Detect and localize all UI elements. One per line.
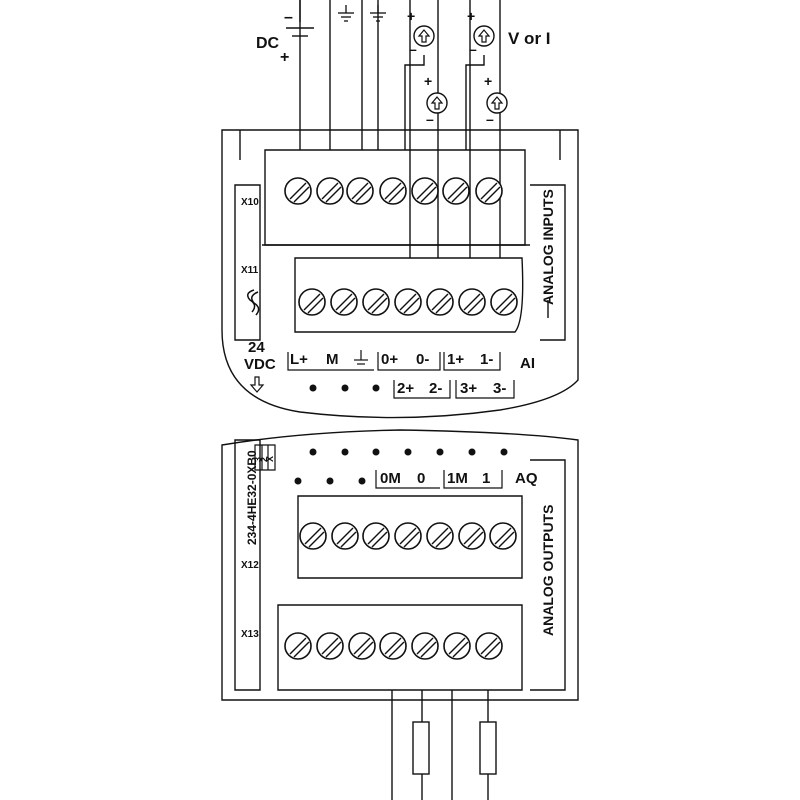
indicator-dots — [294, 384, 508, 485]
src1-minus: – — [469, 41, 477, 57]
version-box-x: X — [265, 456, 275, 462]
upper-housing — [221, 129, 579, 419]
ground-icon — [354, 350, 368, 365]
terminal-label-1-plus: 1+ — [447, 351, 464, 368]
supply-wiring — [286, 0, 379, 150]
lower-terminal-block — [277, 495, 523, 691]
current-source-icons — [413, 25, 508, 114]
supply-plus: + — [280, 49, 289, 66]
terminal-label-m: M — [326, 351, 339, 368]
analog-outputs-label: ANALOG OUTPUTS — [540, 505, 556, 636]
terminal-label-1: 1 — [482, 470, 490, 487]
terminal-label-l-plus: L+ — [290, 351, 308, 368]
connector-x12: X12 — [241, 560, 259, 571]
power-label-24: 24 — [248, 339, 265, 356]
version-box-3: 3 — [253, 457, 263, 462]
src0-plus: + — [407, 8, 415, 24]
source-label: V or I — [508, 29, 551, 48]
terminal-screws-x12 — [299, 522, 517, 550]
terminal-screws-x13 — [284, 632, 503, 660]
connector-x13: X13 — [241, 629, 259, 640]
src1-plus: + — [467, 8, 475, 24]
terminal-label-0-minus: 0- — [416, 351, 429, 368]
version-box-2: 2 — [259, 457, 269, 462]
src2-minus: – — [426, 111, 434, 127]
lower-housing — [221, 429, 579, 701]
brand-logo — [247, 289, 260, 316]
part-number: 234-4HE32-0XB0 — [245, 450, 259, 545]
connector-x11: X11 — [241, 265, 259, 276]
aq-label: AQ — [515, 470, 538, 487]
supply-dc-label: DC — [256, 35, 280, 52]
src2-plus: + — [424, 73, 432, 89]
power-arrow-icon — [249, 376, 265, 393]
terminal-label-3-plus: 3+ — [460, 380, 477, 397]
terminal-label-2-plus: 2+ — [397, 380, 414, 397]
src3-minus: – — [486, 111, 494, 127]
terminal-label-1-minus: 1- — [480, 351, 493, 368]
src0-minus: – — [409, 41, 417, 57]
analog-inputs-label: ANALOG INPUTS — [540, 189, 556, 305]
label-brackets — [254, 352, 515, 489]
terminal-label-3-minus: 3- — [493, 380, 506, 397]
ai-label: AI — [520, 355, 535, 372]
terminal-screws-x11 — [298, 288, 518, 316]
terminal-label-0-plus: 0+ — [381, 351, 398, 368]
input-wiring — [404, 0, 501, 258]
power-label-vdc: VDC — [244, 356, 276, 373]
terminal-label-2-minus: 2- — [429, 380, 442, 397]
terminal-label-1m: 1M — [447, 470, 468, 487]
supply-minus: – — [284, 9, 293, 26]
connector-x10: X10 — [241, 197, 259, 208]
output-wiring — [391, 690, 497, 800]
src3-plus: + — [484, 73, 492, 89]
terminal-label-0: 0 — [417, 470, 425, 487]
terminal-label-0m: 0M — [380, 470, 401, 487]
